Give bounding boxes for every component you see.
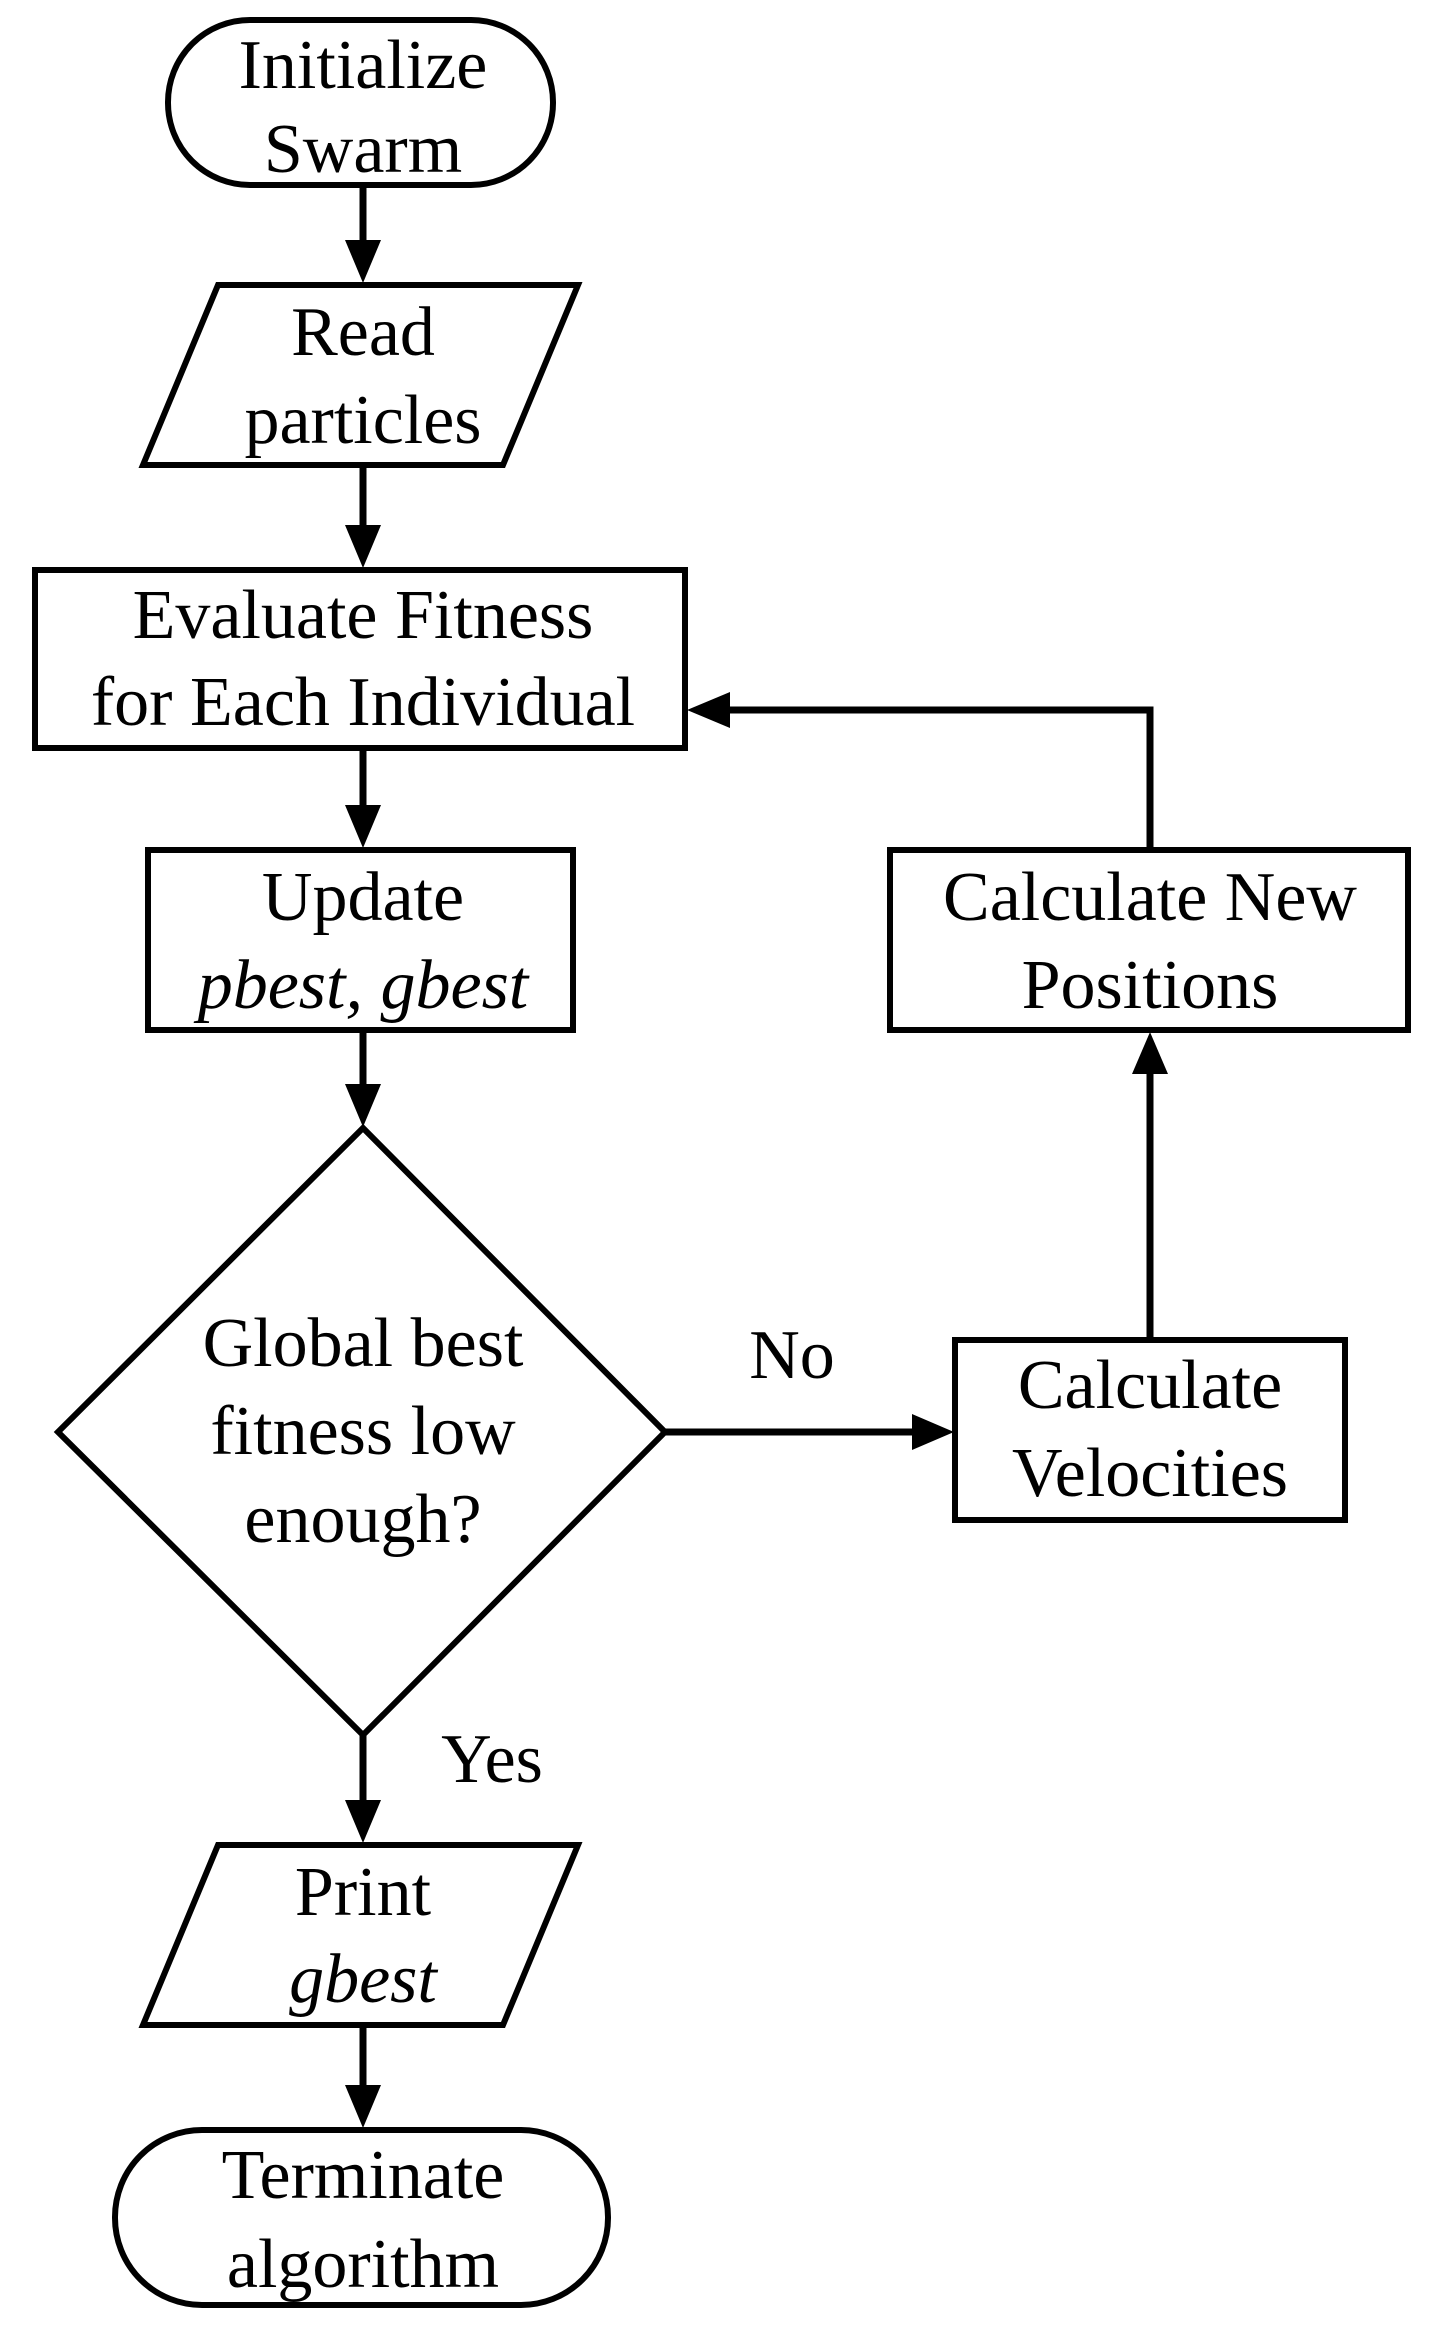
no-edge-label: No: [749, 1317, 835, 1394]
initialize-label-line-2: Swarm: [264, 111, 462, 188]
update-label-line-1: Update: [262, 859, 464, 936]
arrowhead-velocities-to-positions: [1132, 1032, 1168, 1074]
arrowhead-decision-to-velocities: [912, 1414, 954, 1450]
evaluate-label-line-2: for Each Individual: [91, 664, 635, 741]
velocities-label-line-1: Calculate: [1018, 1347, 1282, 1424]
yes-edge-label: Yes: [441, 1721, 543, 1798]
terminate-algorithm-terminator: [112, 2127, 611, 2308]
positions-label-line-2: Positions: [1022, 947, 1279, 1024]
read-particles-io-shape: [138, 282, 583, 468]
decision-label-line-3: enough?: [244, 1481, 481, 1558]
edge-positions-to-evaluate: [730, 706, 1154, 850]
evaluate-fitness-process: [32, 567, 688, 751]
update-best-process: [145, 847, 576, 1033]
update-label-line-2: pbest, gbest: [193, 947, 530, 1024]
arrowhead-print-to-terminate: [345, 2085, 381, 2128]
print-gbest-io-shape: [138, 1842, 583, 2028]
terminate-label-line-2: algorithm: [227, 2226, 499, 2303]
arrowhead-read-to-evaluate: [345, 525, 381, 568]
arrowhead-positions-to-evaluate: [687, 692, 730, 728]
arrowhead-initialize-to-read: [345, 240, 381, 283]
arrowhead-decision-to-print: [345, 1800, 381, 1843]
arrowhead-update-to-decision: [345, 1084, 381, 1127]
evaluate-label-line-1: Evaluate Fitness: [133, 577, 594, 654]
print-label-line-2: gbest: [289, 1941, 438, 2018]
initialize-label-line-1: Initialize: [239, 27, 488, 104]
velocities-label-line-2: Velocities: [1012, 1435, 1288, 1512]
read-label-line-1: Read: [291, 294, 435, 371]
print-label-line-1: Print: [295, 1854, 432, 1931]
arrowhead-evaluate-to-update: [345, 805, 381, 848]
terminate-label-line-1: Terminate: [222, 2137, 505, 2214]
decision-label-line-2: fitness low: [210, 1393, 516, 1470]
decision-label-line-1: Global best: [203, 1305, 524, 1382]
positions-label-line-1: Calculate New: [943, 859, 1357, 936]
read-label-line-2: particles: [244, 382, 481, 459]
